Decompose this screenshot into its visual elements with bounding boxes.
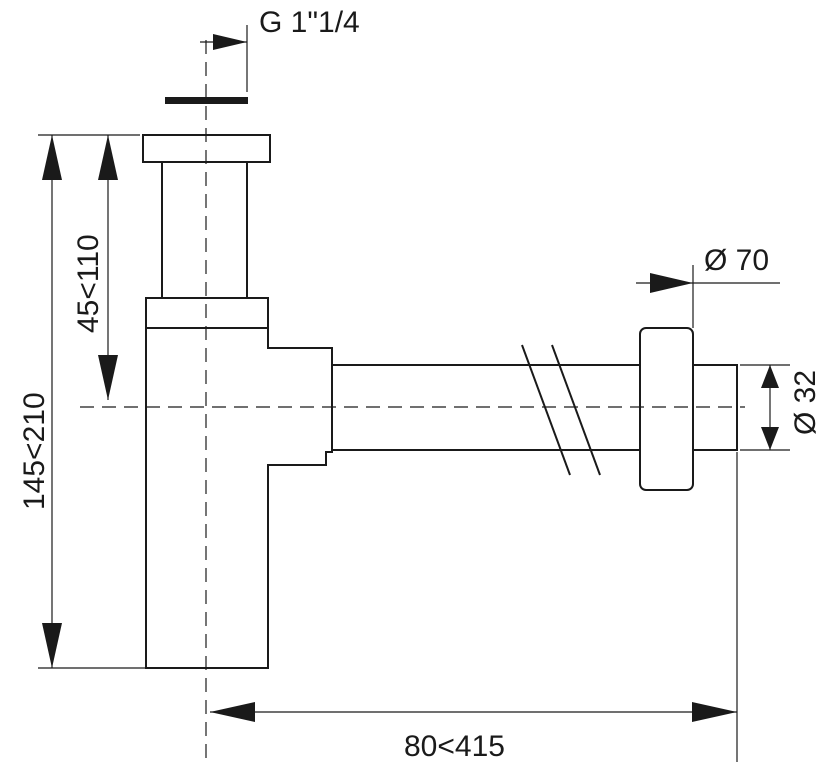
thread-dimension: G 1"1/4 xyxy=(165,6,360,104)
collar xyxy=(145,297,269,329)
upper-tube xyxy=(161,161,248,299)
pipe-diameter-label: Ø 32 xyxy=(789,370,821,435)
bottle-body xyxy=(145,327,333,669)
upper-height-label: 45<110 xyxy=(72,234,105,333)
upper-height-dimension: 45<110 xyxy=(72,135,118,400)
wall-flange xyxy=(639,327,694,491)
total-height-dimension: 145<210 xyxy=(18,135,62,668)
pipe-diameter-dimension: Ø 32 xyxy=(761,365,821,450)
flange-diameter-label: Ø 70 xyxy=(704,244,769,277)
trap-body xyxy=(142,134,738,669)
outlet-pipe xyxy=(332,364,640,451)
flange-diameter-dimension: Ø 70 xyxy=(636,244,780,293)
horizontal-length-label: 80<415 xyxy=(404,730,505,763)
total-height-label: 145<210 xyxy=(18,392,51,510)
thread-label: G 1"1/4 xyxy=(259,6,360,39)
thread-bar xyxy=(165,97,248,104)
horizontal-length-dimension: 80<415 xyxy=(210,702,737,763)
break-line xyxy=(551,344,601,476)
break-line xyxy=(521,344,571,476)
pipe-end xyxy=(693,364,738,451)
